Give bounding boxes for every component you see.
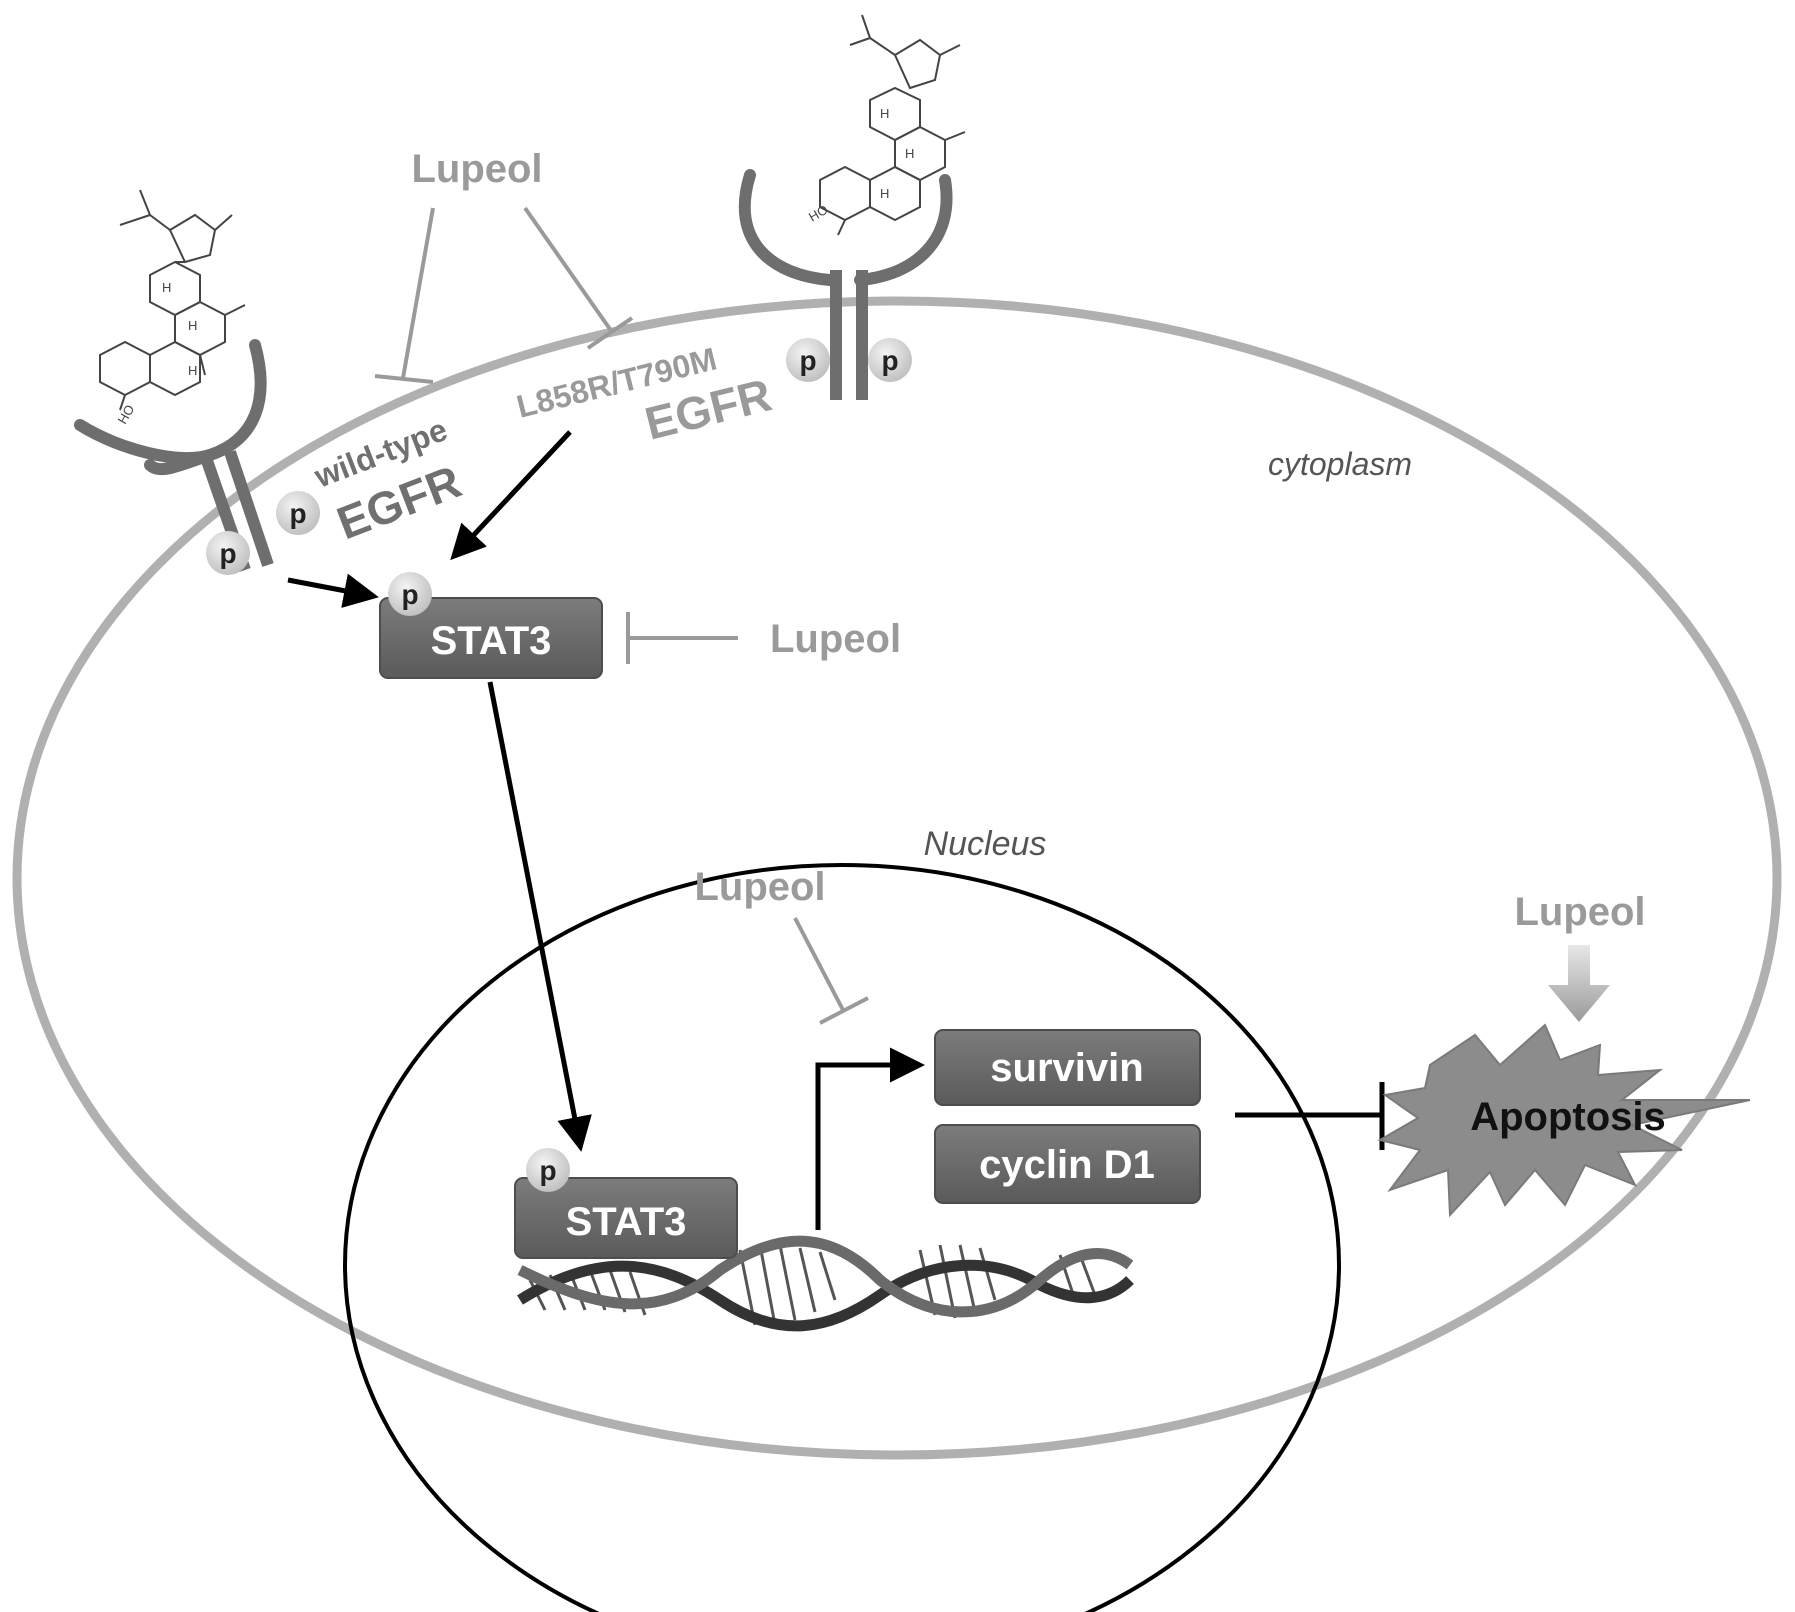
lupeol-molecule-right-h2: H <box>905 146 914 161</box>
lupeol-molecule-left-ho: HO <box>115 402 138 426</box>
svg-text:STAT3: STAT3 <box>566 1200 687 1244</box>
lupeol-molecule-right-h1: H <box>880 106 889 121</box>
stat3-box-cytoplasm: STAT3 <box>379 597 603 679</box>
lupeol-label-top: Lupeol <box>411 147 542 191</box>
lupeol-molecule-left-h3: H <box>188 363 197 378</box>
phospho-badge-stat3-cytoplasm: p <box>388 572 432 616</box>
inhibition-wild-type-egfr <box>374 207 435 384</box>
lupeol-molecule-right-ho: HO <box>806 202 830 225</box>
svg-text:p: p <box>289 498 306 529</box>
phospho-badge-left-2: p <box>276 491 320 535</box>
lupeol-label-nucleus: Lupeol <box>694 865 825 909</box>
svg-text:p: p <box>219 538 236 569</box>
dna-helix <box>517 1235 1134 1332</box>
phospho-badge-right-2: p <box>868 338 912 382</box>
arrow-wildtype-to-stat3 <box>287 573 379 608</box>
svg-text:p: p <box>401 579 418 610</box>
stat3-box-nucleus: STAT3 <box>514 1177 738 1259</box>
inhibition-transcription <box>793 917 869 1025</box>
svg-text:p: p <box>799 345 816 376</box>
arrow-mutant-to-stat3 <box>450 430 572 561</box>
svg-text:p: p <box>539 1155 556 1186</box>
svg-text:p: p <box>881 345 898 376</box>
arrow-stat3-translocation <box>487 681 592 1152</box>
lupeol-molecule-right-h3: H <box>880 186 889 201</box>
phospho-badge-right-1: p <box>786 338 830 382</box>
svg-text:STAT3: STAT3 <box>431 619 552 663</box>
phospho-badge-left-1: p <box>206 531 250 575</box>
nucleus-membrane <box>343 863 1341 1612</box>
survivin-box: survivin <box>934 1029 1201 1106</box>
inhibition-mutant-egfr <box>523 206 634 350</box>
svg-text:cyclin D1: cyclin D1 <box>979 1143 1155 1187</box>
lupeol-label-stat3: Lupeol <box>770 617 901 661</box>
mutant-egfr-receptor <box>738 169 953 400</box>
cytoplasm-label: cytoplasm <box>1268 446 1412 482</box>
lupeol-molecule-left <box>99 189 246 411</box>
lupeol-label-apoptosis: Lupeol <box>1514 890 1645 934</box>
lupeol-molecule-right <box>819 14 966 236</box>
lupeol-molecule-left-h1: H <box>162 280 171 295</box>
phospho-badge-stat3-nucleus: p <box>526 1148 570 1192</box>
cyclin-d1-box: cyclin D1 <box>934 1124 1201 1204</box>
cell-membrane <box>12 296 1782 1460</box>
inhibition-apoptosis <box>1235 1082 1385 1150</box>
inhibition-stat3 <box>626 612 738 664</box>
nucleus-label: Nucleus <box>924 825 1047 863</box>
arrow-lupeol-to-apoptosis <box>1548 945 1610 1022</box>
svg-text:survivin: survivin <box>990 1046 1143 1090</box>
apoptosis-burst <box>1377 1023 1751 1218</box>
arrow-transcription <box>815 1047 925 1230</box>
apoptosis-label: Apoptosis <box>1470 1095 1666 1139</box>
lupeol-molecule-left-h2: H <box>188 318 197 333</box>
